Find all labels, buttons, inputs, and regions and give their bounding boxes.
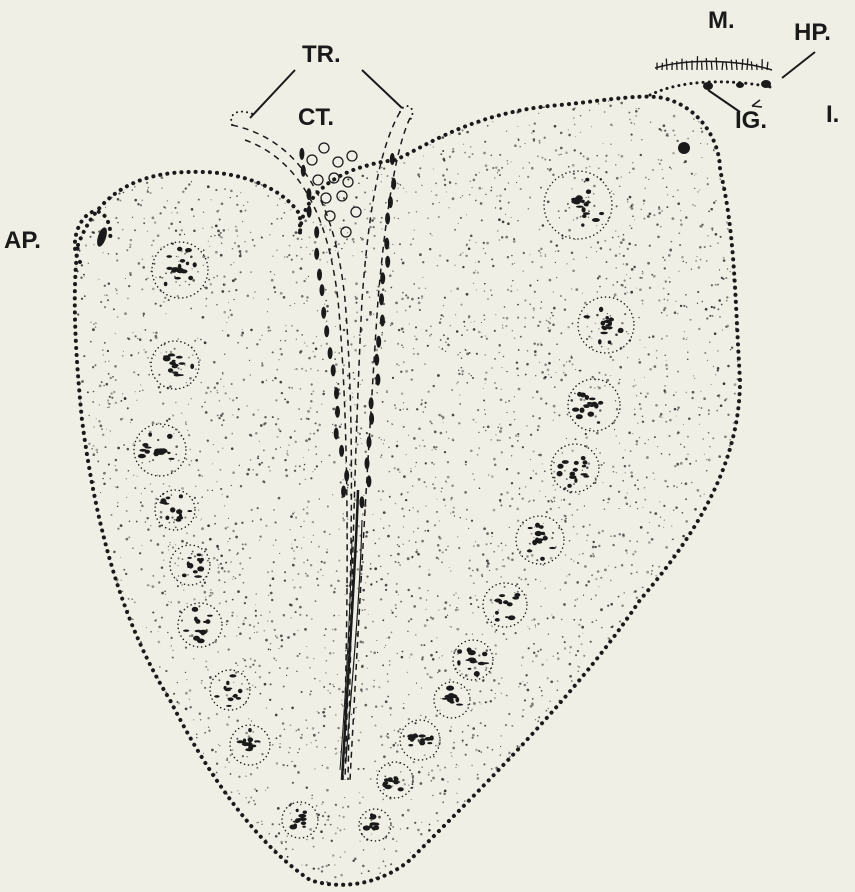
tracheal-canal bbox=[231, 106, 412, 780]
ct-cells bbox=[307, 143, 361, 237]
anterior-papilla-nucleus bbox=[95, 226, 109, 247]
label-m: M. bbox=[708, 7, 735, 34]
labels: TR. CT. AP. M. HP. IG. I. bbox=[4, 7, 839, 254]
body-outline bbox=[75, 97, 740, 885]
canal-nuclei bbox=[299, 148, 396, 508]
nuclei-group bbox=[134, 171, 634, 841]
body-stipple bbox=[69, 94, 751, 891]
label-ap: AP. bbox=[4, 227, 41, 254]
label-ct: CT. bbox=[298, 104, 334, 131]
label-hp: HP. bbox=[794, 19, 831, 46]
label-tr: TR. bbox=[302, 41, 341, 68]
label-i: I. bbox=[826, 101, 839, 128]
